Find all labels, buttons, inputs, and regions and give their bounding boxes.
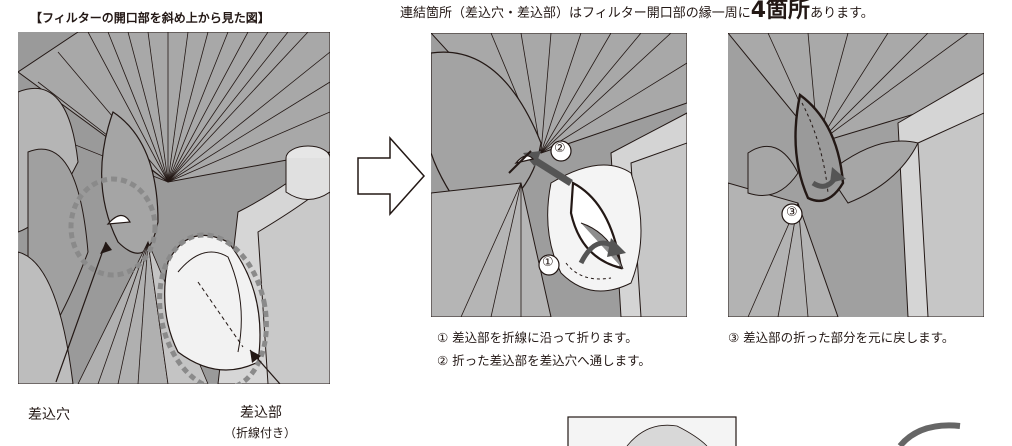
right-arrow-icon	[356, 136, 426, 220]
marker-3: ③	[786, 205, 798, 220]
filter-opening-illustration	[18, 32, 330, 384]
step-3-caption: ③ 差込部の折った部分を元に戻します。	[728, 330, 955, 345]
marker-2: ②	[554, 141, 566, 156]
step-2-caption: ② 折った差込部を差込穴へ通します。	[437, 353, 651, 368]
insert-part-note: （折線付き）	[224, 426, 297, 440]
partial-illustration-bottom	[567, 416, 737, 446]
marker-1: ①	[542, 255, 554, 270]
step-3-illustration	[728, 33, 984, 317]
top-text-after: あります。	[810, 6, 874, 21]
insert-hole-label: 差込穴	[28, 407, 70, 423]
step-1-2-illustration	[431, 33, 687, 317]
top-text-emphasis: 4箇所	[750, 0, 811, 23]
left-figure-title: 【フィルターの開口部を斜め上から見た図】	[30, 11, 270, 25]
top-text-before: 連結箇所（差込穴・差込部）はフィルター開口部の縁一周に	[400, 6, 751, 21]
step-1-caption: ① 差込部を折線に沿って折ります。	[437, 330, 638, 345]
top-instruction-text: 連結箇所（差込穴・差込部）はフィルター開口部の縁一周に4箇所あります。	[400, 0, 874, 24]
partial-curve-bottom	[890, 420, 970, 446]
insert-part-label: 差込部	[240, 405, 282, 421]
